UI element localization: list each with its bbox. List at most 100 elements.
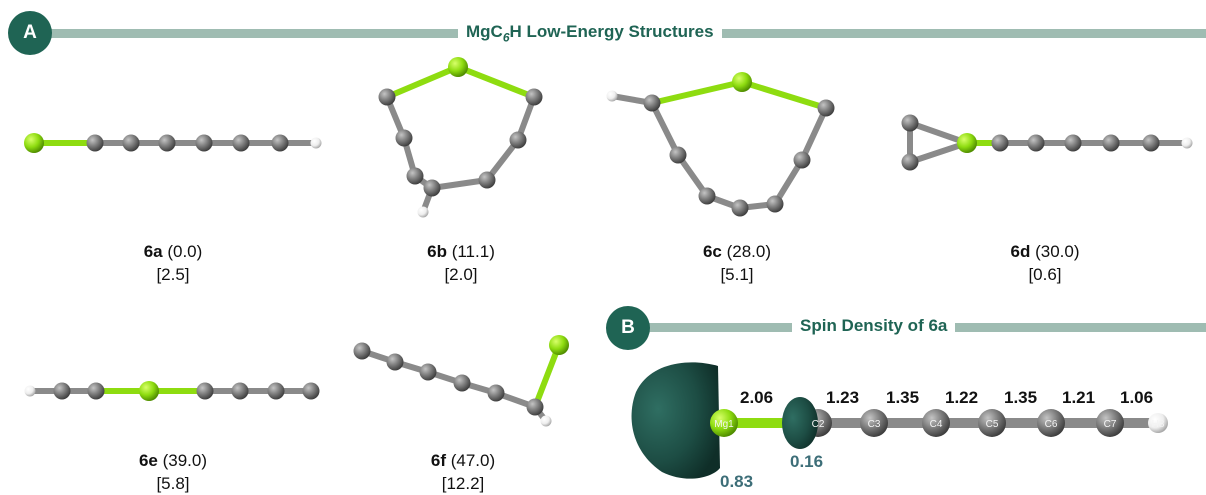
mol-6b-atom-c-5	[406, 167, 424, 185]
mol-6b-atom-mg-0	[448, 57, 468, 77]
mol-6c-atom-c-7	[766, 195, 784, 213]
mol-6d-atom-c-6	[1102, 134, 1120, 152]
atom-label-4: C5	[986, 419, 999, 430]
spin-atom-7	[1148, 413, 1168, 433]
label-6d-energy: (30.0)	[1035, 242, 1080, 261]
mol-6d-atom-c-0	[901, 114, 919, 132]
label-6d-value: [0.6]	[1028, 265, 1062, 284]
spin-density-front	[782, 397, 818, 449]
label-6d: 6d (30.0) [0.6]	[965, 240, 1125, 286]
panel-b-badge: B	[606, 306, 650, 350]
mol-6b-atom-c-1	[378, 88, 396, 106]
panel-a-title-prefix: MgC	[466, 22, 503, 41]
mol-6f-atom-c-4	[487, 384, 505, 402]
mol-6f-atom-c-3	[453, 374, 471, 392]
label-6c-energy: (28.0)	[726, 242, 772, 261]
mol-6b-bond-0	[384, 64, 461, 100]
mol-6e-atom-c-1	[53, 382, 71, 400]
mol-6d-atom-mg-2	[957, 133, 977, 153]
mol-6b-atom-c-7	[423, 179, 441, 197]
mol-6c-atom-h-0	[606, 90, 618, 102]
label-6c-id: 6c	[702, 242, 722, 261]
label-6f-energy: (47.0)	[450, 451, 496, 470]
mol-6d-atom-c-5	[1064, 134, 1082, 152]
panel-b-title: Spin Density of 6a	[792, 316, 956, 336]
mol-6d-atom-c-4	[1027, 134, 1045, 152]
bond-length-c5-c6: 1.35	[1004, 388, 1038, 407]
spin-atom-5	[1037, 409, 1065, 437]
label-6b-value: [2.0]	[444, 265, 478, 284]
mol-6f-atom-c-0	[353, 342, 371, 360]
mol-6c-bond-1	[649, 79, 745, 106]
atom-label-0: Mg1	[714, 419, 734, 430]
atom-label-5: C6	[1045, 419, 1058, 430]
spin-atom-3	[922, 409, 950, 437]
mol-6e-atom-c-2	[87, 382, 105, 400]
label-6f-id: 6f	[430, 451, 446, 470]
mol-6c-atom-c-8	[731, 199, 749, 217]
mol-6f-atom-c-2	[419, 363, 437, 381]
label-6a: 6a (0.0) [2.5]	[93, 240, 253, 286]
spin-atom-0	[710, 409, 738, 437]
mol-6e-atom-c-6	[267, 382, 285, 400]
mol-6a-atom-c-4	[195, 134, 213, 152]
label-6f: 6f (47.0) [12.2]	[383, 449, 543, 495]
mol-6b-bond-1	[455, 64, 537, 100]
label-6e-value: [5.8]	[156, 474, 190, 493]
mol-6b-bond-7	[429, 177, 490, 191]
spin-lobe-mg	[631, 362, 720, 479]
atom-label-3: C4	[930, 419, 943, 430]
mol-6a-atom-c-3	[158, 134, 176, 152]
mol-6c-atom-c-4	[669, 146, 687, 164]
panel-a-title: MgC6H Low-Energy Structures	[458, 22, 722, 45]
mol-6b-atom-c-2	[525, 88, 543, 106]
label-6b-id: 6b	[427, 242, 447, 261]
mol-6a-atom-c-2	[122, 134, 140, 152]
mol-6b-atom-c-4	[509, 131, 527, 149]
mol-6a-atom-mg-0	[24, 133, 44, 153]
mol-6f-atom-h-7	[540, 415, 552, 427]
mol-6e-atom-c-5	[231, 382, 249, 400]
mol-6f-atom-mg-6	[549, 335, 569, 355]
bond-length-c6-c7: 1.21	[1062, 388, 1096, 407]
label-6e: 6e (39.0) [5.8]	[93, 449, 253, 495]
spin-value-c2: 0.16	[790, 452, 824, 471]
mol-6f-atom-c-1	[386, 353, 404, 371]
spin-atom-2	[860, 409, 888, 437]
label-6b: 6b (11.1) [2.0]	[381, 240, 541, 286]
panel-a-title-sub: 6	[502, 30, 510, 45]
atom-label-2: C3	[868, 419, 881, 430]
bond-length-c2-c3: 1.23	[826, 388, 860, 407]
spin-atom-4	[978, 409, 1006, 437]
mol-6c-atom-c-3	[817, 99, 835, 117]
atom-label-1: C2	[812, 419, 825, 430]
label-6d-id: 6d	[1010, 242, 1031, 261]
spin-value-mg: 0.83	[720, 472, 754, 491]
mol-6f-atom-c-5	[526, 398, 544, 416]
mol-6d-bond-1	[907, 120, 970, 146]
mol-6c-atom-mg-2	[732, 72, 752, 92]
mol-6d-atom-c-7	[1142, 134, 1160, 152]
mol-6b-atom-c-6	[478, 171, 496, 189]
mol-6d-bond-2	[907, 140, 970, 165]
mol-6c-atom-c-1	[643, 94, 661, 112]
mol-6e-atom-h-0	[24, 385, 36, 397]
label-6a-id: 6a	[143, 242, 163, 261]
mol-6c-bond-4	[799, 105, 829, 163]
mol-6b-atom-c-3	[395, 129, 413, 147]
bond-length-c7-h8: 1.06	[1120, 388, 1154, 407]
mol-6a-atom-c-1	[86, 134, 104, 152]
mol-6f-bond-5	[532, 342, 562, 410]
bond-length-c4-c5: 1.22	[945, 388, 979, 407]
mol-6c-bond-6	[772, 157, 805, 207]
mol-6a-atom-c-5	[232, 134, 250, 152]
panel-a-title-suffix: H Low-Energy Structures	[509, 22, 714, 41]
atom-label-6: C7	[1104, 419, 1117, 430]
spin-density-back	[631, 362, 720, 479]
label-6e-id: 6e	[138, 451, 158, 470]
mol-6c-atom-c-5	[793, 151, 811, 169]
mol-6c-atom-c-6	[698, 187, 716, 205]
mol-6a-atom-c-6	[271, 134, 289, 152]
label-6a-energy: (0.0)	[167, 242, 203, 261]
